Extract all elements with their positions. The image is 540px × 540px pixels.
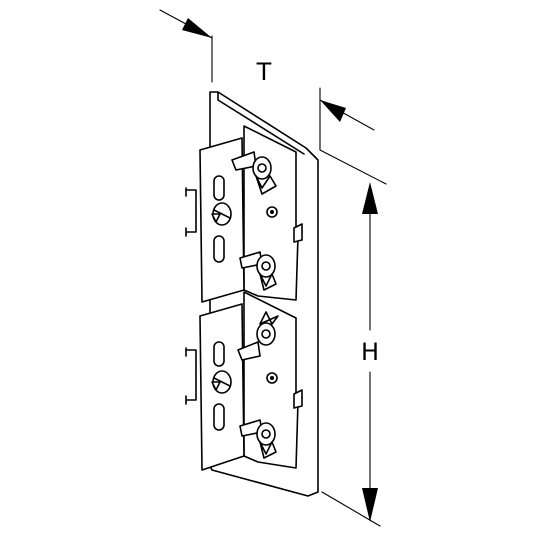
lower-rear-teeth: [185, 347, 197, 405]
h-extension-line-top: [319, 149, 387, 185]
h-arrowhead-top: [362, 182, 378, 214]
lower-slot-bottom: [213, 403, 225, 431]
h-arrowhead-bottom: [362, 488, 378, 522]
dimension-h: H: [319, 149, 387, 527]
upper-center-screw: [211, 202, 232, 226]
upper-rear-teeth: [185, 187, 197, 237]
h-dimension-label: H: [361, 338, 379, 366]
t-arrowhead-left: [182, 18, 212, 38]
lower-clamp-bracket: [185, 291, 303, 471]
upper-slot-bottom: [213, 235, 225, 263]
lower-slot-top: [213, 341, 225, 367]
lower-side-tab: [293, 389, 303, 409]
lower-center-screw: [211, 370, 232, 394]
upper-clamp-bracket: [185, 125, 303, 303]
upper-side-tab: [293, 223, 303, 243]
dimension-t: T: [159, 9, 375, 151]
lower-wing-nut-bottom: [239, 419, 277, 459]
t-arrowhead-right: [320, 100, 346, 122]
lower-wing-nut-top: [237, 311, 279, 361]
upper-wing-nut-bottom: [239, 251, 277, 291]
upper-slot-top: [213, 175, 225, 201]
t-dimension-label: T: [256, 58, 272, 86]
upper-wing-nut-top: [231, 151, 277, 195]
